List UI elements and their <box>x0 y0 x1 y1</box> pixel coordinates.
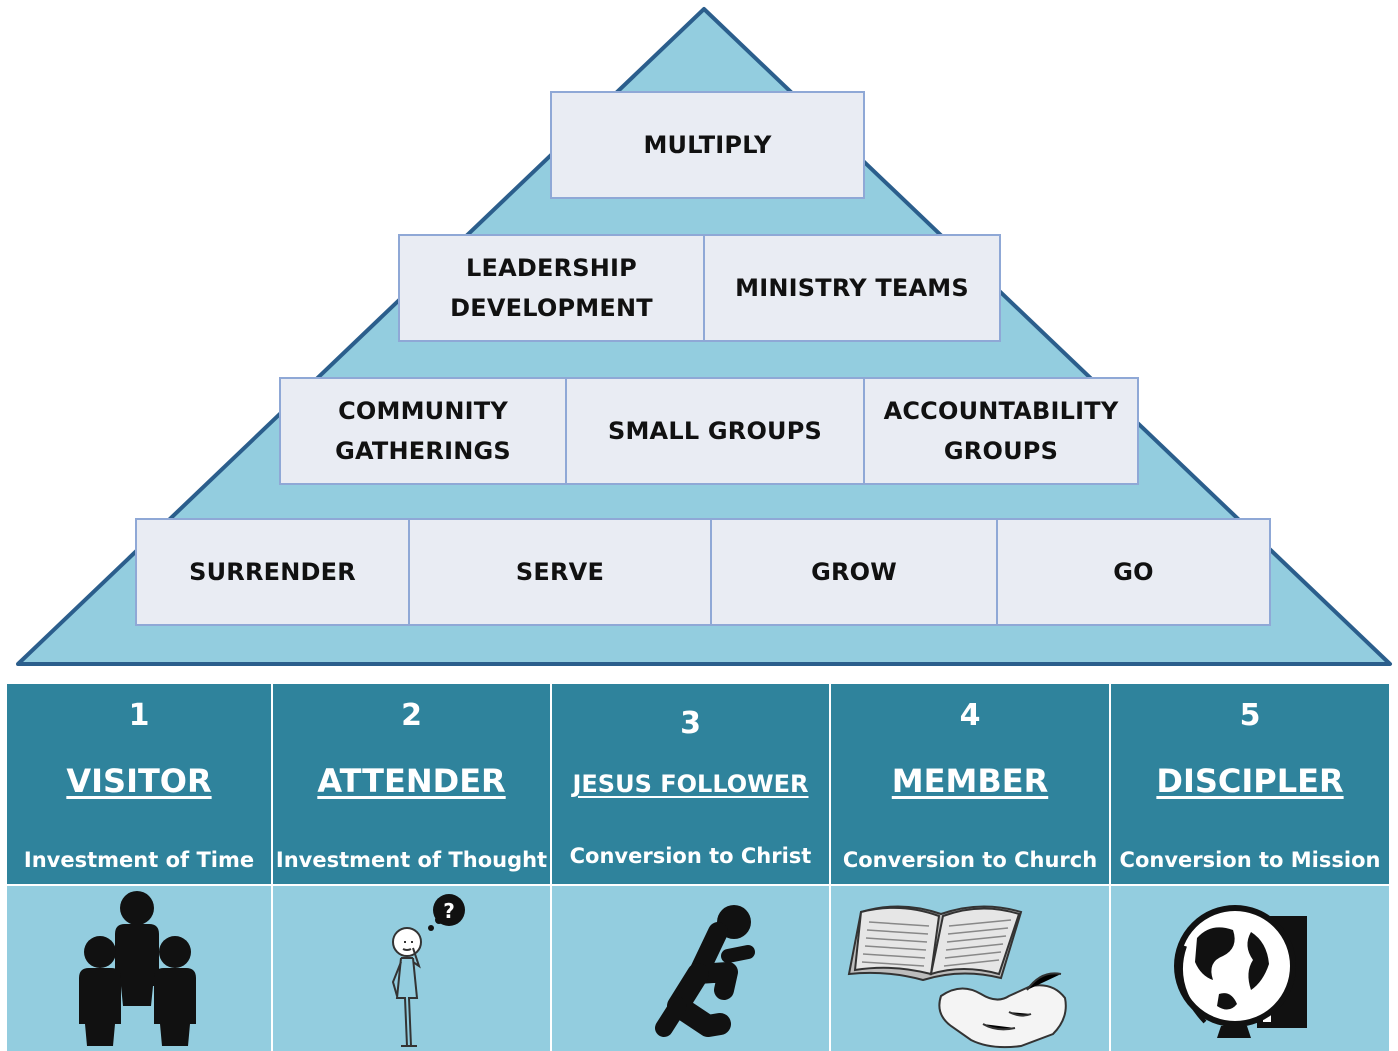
thinking-person-icon: ? <box>391 894 465 1047</box>
pyramid-box-serve: SERVE <box>408 518 712 626</box>
pyramid-box-label: SMALL GROUPS <box>607 417 823 445</box>
pyramid-box-multiply: MULTIPLY <box>550 91 865 199</box>
pyramid-box-label: SERVE <box>515 558 605 586</box>
bible-and-handshake-icon <box>847 905 1067 1049</box>
pyramid-box-label: GROW <box>811 558 897 586</box>
stage-visitor: 1 VISITOR Investment of Time <box>7 684 271 884</box>
stage-jesus-follower: 3 JESUS FOLLOWER Conversion to Christ <box>550 684 829 884</box>
stage-name: ATTENDER <box>317 762 506 800</box>
stage-number: 2 <box>401 698 422 733</box>
pyramid-box-surrender: SURRENDER <box>135 518 410 626</box>
stage-name: JESUS FOLLOWER <box>572 770 809 798</box>
stage-description: Investment of Thought <box>275 848 548 872</box>
stage-member-icon-cell <box>829 886 1109 1051</box>
pyramid-box-label: MINISTRY TEAMS <box>735 274 969 302</box>
stage-number: 1 <box>128 698 150 733</box>
pyramid-box-label: GO <box>1113 558 1154 586</box>
pyramid-box-label: SURRENDER <box>189 558 356 586</box>
stage-number: 3 <box>680 706 701 741</box>
stage-description: Conversion to Mission <box>1119 848 1381 872</box>
svg-text:?: ? <box>443 899 455 923</box>
stage-visitor-icon-cell <box>7 886 271 1051</box>
stage-description: Conversion to Church <box>842 848 1098 872</box>
pyramid-box-label: MULTIPLY <box>643 131 772 159</box>
stage-name: VISITOR <box>66 762 212 800</box>
stage-attender: 2 ATTENDER Investment of Thought <box>271 684 550 884</box>
stage-description: Conversion to Christ <box>569 844 812 868</box>
stage-jesus-follower-icon-cell <box>550 886 829 1051</box>
kneeling-prayer-icon <box>655 905 755 1037</box>
stage-name: MEMBER <box>891 762 1049 800</box>
stage-number: 5 <box>1239 698 1261 733</box>
stage-number: 4 <box>959 698 981 733</box>
pyramid-box-ministry-teams: MINISTRY TEAMS <box>703 234 1001 342</box>
stage-description: Investment of Time <box>23 848 255 872</box>
stage-member: 4 MEMBER Conversion to Church <box>829 684 1109 884</box>
stage-discipler-icon-cell <box>1109 886 1389 1051</box>
pyramid-box-go: GO <box>996 518 1271 626</box>
stage-attender-icon-cell: ? <box>271 886 550 1051</box>
people-group-icon <box>79 891 196 1046</box>
globe-and-door-icon <box>1174 905 1307 1038</box>
stage-name: DISCIPLER <box>1156 762 1344 800</box>
pyramid-box-small-groups: SMALL GROUPS <box>565 377 865 485</box>
pyramid-box-grow: GROW <box>710 518 998 626</box>
stage-discipler: 5 DISCIPLER Conversion to Mission <box>1109 684 1389 884</box>
